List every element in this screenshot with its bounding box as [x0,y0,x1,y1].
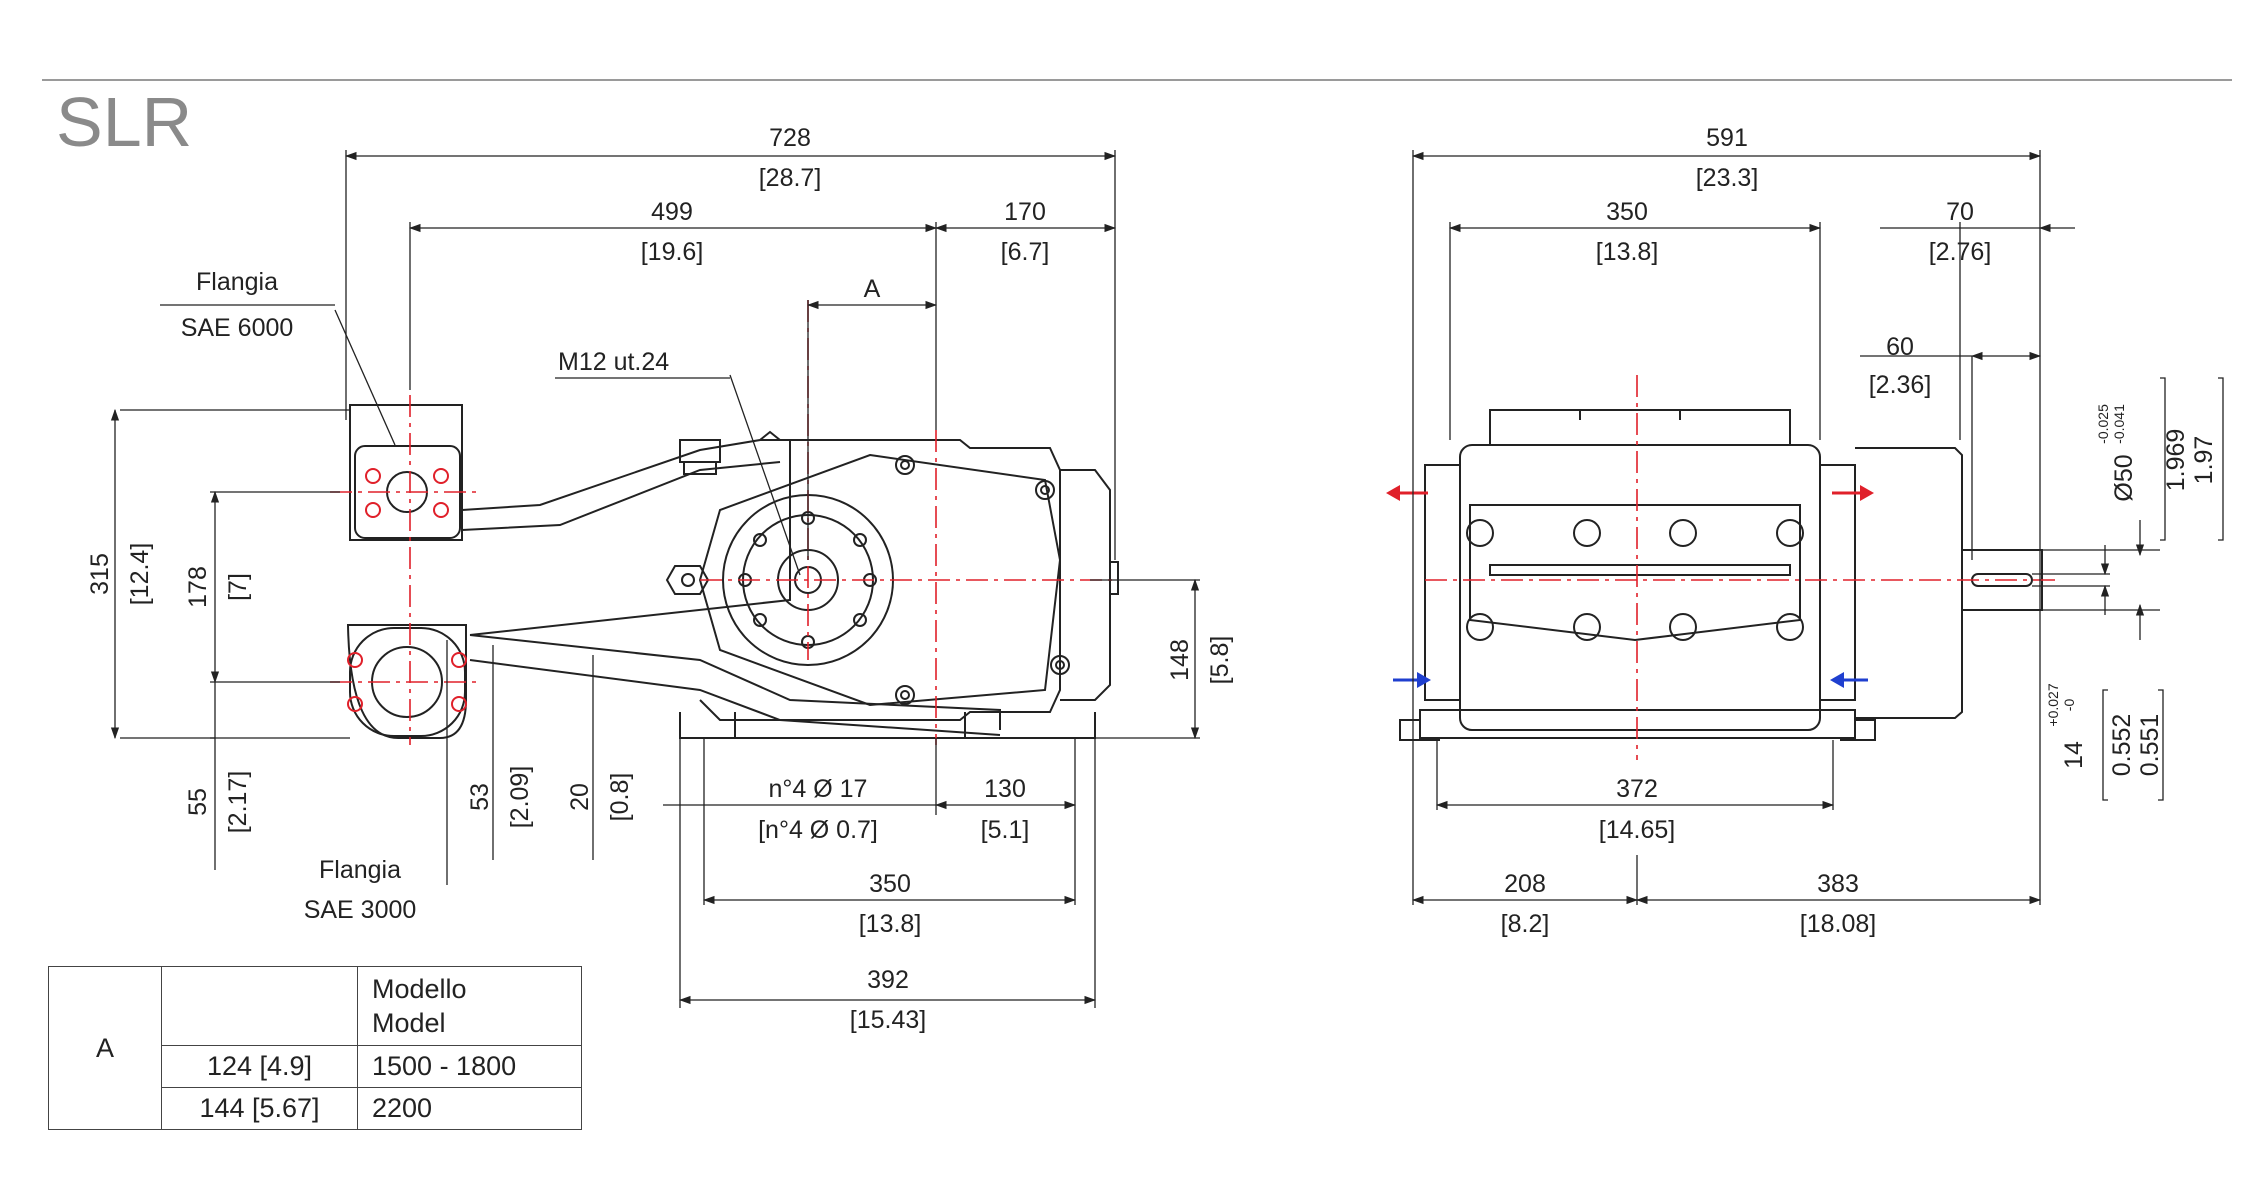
dim-591-in: [23.3] [1696,164,1759,192]
dim-key-tol-low: -0 [2061,699,2077,712]
side-centerlines [330,300,1115,745]
dim-728-in: [28.7] [759,164,822,192]
crankcase-front [1459,444,1821,731]
side-dimension-labels: 728 [28.7] 499 [19.6] 170 [6.7] A M12 ut… [86,124,1234,1034]
inch-brackets [2102,377,2224,801]
dim-350-front-in: [13.8] [1596,238,1659,266]
dim-499: 499 [651,198,693,226]
drain-plug [665,565,710,595]
dim-350-side: 350 [869,870,911,898]
gear-housing [1855,447,1963,719]
dim-392: 392 [867,966,909,994]
dim-728: 728 [769,124,811,152]
dim-key: 14 [2060,741,2088,769]
dim-20-in: [0.8] [606,773,634,822]
inlet-manifold [346,624,467,740]
dim-70-in: [2.76] [1929,238,1992,266]
dim-55: 55 [184,788,212,816]
dim-170-in: [6.7] [1001,238,1050,266]
callout-flange-top-2: SAE 6000 [181,314,294,342]
dim-350-side-in: [13.8] [859,910,922,938]
top-caps [1489,409,1791,445]
flange-bolts [347,468,467,712]
dim-315-in: [12.4] [126,543,154,606]
callout-flange-top-1: Flangia [196,268,278,296]
dim-130: 130 [984,775,1026,803]
dim-208: 208 [1504,870,1546,898]
side-flange-right [1819,464,1856,701]
drawing-title: SLR [56,83,192,161]
dim-60: 60 [1886,333,1914,361]
dim-shaft-tol-low: -0.041 [2111,404,2127,444]
dim-shaft-tol-up: -0.025 [2095,404,2111,444]
dim-372-in: [14.65] [1599,816,1675,844]
dim-383: 383 [1817,870,1859,898]
table-row-label: A [48,966,162,1130]
front-centerlines [1425,375,2060,760]
side-view [346,404,1119,740]
valve-cover-slot [1489,564,1791,576]
dim-key-inch-1: 0.552 [2108,714,2136,777]
dim-60-in: [2.36] [1869,371,1932,399]
dim-350-front: 350 [1606,198,1648,226]
side-flange-left [1424,464,1461,701]
dim-499-in: [19.6] [641,238,704,266]
dim-70: 70 [1946,198,1974,226]
dim-392-in: [15.43] [850,1006,926,1034]
dim-53-in: [2.09] [506,766,534,829]
front-view [1399,409,2043,741]
front-dimension-labels: 591 [23.3] 350 [13.8] 70 [2.76] 60 [2.36… [1501,124,2218,938]
dim-591: 591 [1706,124,1748,152]
dim-a-label: A [864,275,881,303]
callout-flange-bottom-2: SAE 3000 [304,896,417,924]
dim-53: 53 [466,783,494,811]
dim-148: 148 [1166,639,1194,681]
valve-cover [1469,504,1801,642]
front-dimensions [1411,150,2160,905]
dim-key-inch-2: 0.551 [2136,714,2164,777]
table-cell-model: 1500 - 1800 [357,1045,582,1088]
dim-178: 178 [184,566,212,608]
dim-178-in: [7] [224,573,252,601]
table-row: 144 [5.67] 2200 [49,1087,582,1130]
dim-20: 20 [566,783,594,811]
dim-holes: n°4 Ø 17 [769,775,868,803]
flow-arrows [1386,485,1874,688]
dim-315: 315 [86,553,114,595]
outlet-manifold [349,404,463,541]
dim-372: 372 [1616,775,1658,803]
callout-flange-bottom-1: Flangia [319,856,401,884]
model-table: A Modello Model 124 [4.9] 1500 - 1800 14… [48,966,582,1130]
dim-383-in: [18.08] [1800,910,1876,938]
dim-shaft-dia: Ø50 [2110,454,2138,501]
dim-148-in: [5.8] [1206,636,1234,685]
dim-holes-in: [n°4 Ø 0.7] [758,816,878,844]
dim-130-in: [5.1] [981,816,1030,844]
dim-shaft-inch-1: 1.969 [2162,429,2190,492]
pump-head-upper [461,430,791,636]
side-dimensions [110,150,1200,1008]
dim-208-in: [8.2] [1501,910,1550,938]
dim-shaft-inch-2: 1.97 [2190,436,2218,485]
table-cell-dim: 124 [4.9] [161,1045,358,1088]
dim-170: 170 [1004,198,1046,226]
base-plate [1419,709,1856,739]
table-cell-dim: 144 [5.67] [161,1087,358,1130]
table-row: 124 [4.9] 1500 - 1800 [49,1045,582,1088]
dim-55-in: [2.17] [224,771,252,834]
table-header: Modello Model [357,966,582,1046]
table-header-it: Modello [372,974,467,1004]
dim-key-tol-up: +0.027 [2045,683,2061,726]
table-cell-model: 2200 [357,1087,582,1130]
crankcase-body [699,439,1061,721]
foot-left [679,712,736,739]
table-header-en: Model [372,1008,446,1038]
callout-thread: M12 ut.24 [558,348,669,376]
crankcase-cover [698,453,1062,707]
